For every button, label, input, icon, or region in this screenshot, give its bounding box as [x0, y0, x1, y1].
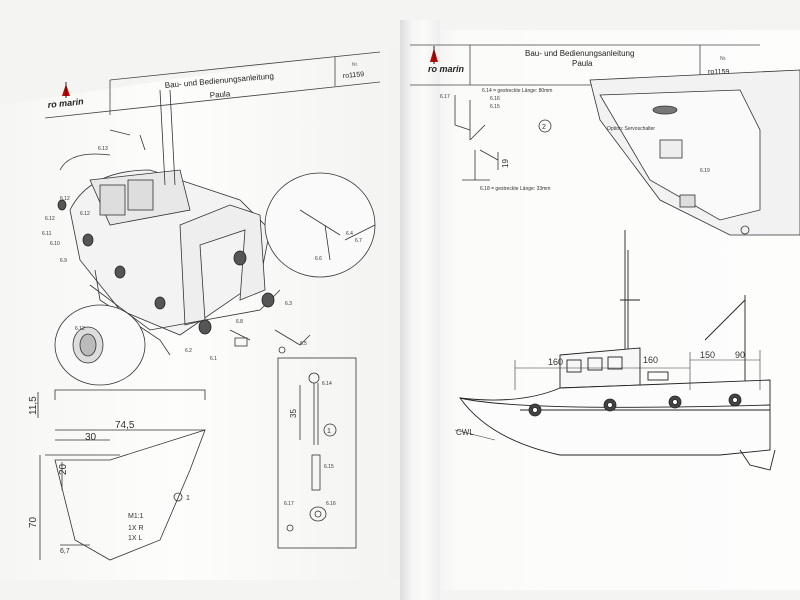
- detail-circle-wheel: [54, 304, 146, 386]
- portholes: [528, 393, 742, 417]
- left-logo-icon: [62, 82, 70, 98]
- dim-150: 150: [700, 350, 715, 360]
- note-6-14: 6.14 = gestreckte Länge: 80mm: [482, 88, 552, 94]
- mast-fitting-drawing: [454, 95, 552, 181]
- part-6-14: 6.14: [322, 381, 332, 387]
- dim-74-5: 74,5: [115, 420, 135, 431]
- part-label: 6.13: [98, 146, 108, 152]
- left-subtitle: Paula: [209, 89, 231, 100]
- boat-dimension-labels: 160 160 150 90 CWL: [456, 350, 745, 437]
- hull-interior-drawing: [589, 69, 800, 236]
- dim-19: 19: [501, 159, 510, 168]
- detail-circle-axle: [264, 172, 376, 278]
- part-label: 6.1: [210, 356, 217, 362]
- right-logo-icon: [430, 46, 438, 64]
- left-page: [0, 40, 440, 580]
- part-label: 6.12: [45, 216, 55, 222]
- part-label: 6.10: [50, 241, 60, 247]
- dim-1: 1: [186, 495, 190, 502]
- dimension-drawing: [37, 389, 206, 561]
- dim-160-b: 160: [643, 355, 658, 365]
- part-6-15: 6.15: [490, 104, 500, 110]
- left-part-labels: 6.13 6.12 6.12 6.12 6.11 6.10 6.9 6.4 6.…: [42, 146, 362, 362]
- part-6-17: 6.17: [440, 94, 450, 100]
- cwl-label: CWL: [456, 428, 474, 437]
- dim-160-a: 160: [548, 357, 563, 367]
- dimension-labels: 74,5 30 20 70 11,5 6,7 1 M1:1 1X R 1X L: [28, 396, 190, 555]
- dim-11-5: 11,5: [28, 396, 39, 415]
- part-6-16: 6.16: [490, 96, 500, 102]
- detail-small-parts: [229, 329, 311, 354]
- dim-6-7: 6,7: [60, 548, 70, 555]
- boat-side-view: [459, 230, 776, 471]
- dim-90: 90: [735, 350, 745, 360]
- mast-parts-box: [277, 357, 357, 549]
- part-6-16: 6.16: [326, 501, 336, 507]
- part-6-19: 6.19: [700, 168, 710, 174]
- right-logo: ro marin: [428, 64, 465, 74]
- hull-interior-labels: Option: Servoschalter 6.19: [607, 126, 710, 174]
- qty-r: 1X R: [128, 525, 144, 532]
- qty-l: 1X L: [128, 535, 143, 542]
- part-label: 6.6: [315, 256, 322, 262]
- part-label: 6.7: [355, 238, 362, 244]
- mast-parts-labels: 6.14 35 6.15 6.16 6.17 1: [284, 381, 336, 507]
- part-label: 6.2: [185, 348, 192, 354]
- left-header-box: [44, 51, 381, 119]
- part-label: 6.9: [60, 258, 67, 264]
- part-label: 6.12: [75, 326, 85, 332]
- part-35: 35: [289, 409, 298, 418]
- part-label: 6.5: [300, 341, 307, 347]
- note-6-18: 6.18 = gestreckte Länge: 33mm: [480, 186, 550, 192]
- part-label: 6.11: [42, 231, 52, 237]
- boat-dimension-lines: [454, 350, 761, 441]
- part-label: 6.12: [80, 211, 90, 217]
- dim-20: 20: [58, 463, 69, 475]
- scale-note: M1:1: [128, 513, 144, 520]
- part-6-15: 6.15: [324, 464, 334, 470]
- detail-circle-2: 2: [542, 124, 546, 131]
- right-nr-label: Nr.: [720, 56, 726, 62]
- mast-fitting-labels: 6.14 = gestreckte Länge: 80mm 6.16 6.15 …: [440, 88, 552, 192]
- part-label: 6.12: [60, 196, 70, 202]
- left-nr-value: ro1159: [343, 71, 365, 80]
- detail-circle-1: 1: [327, 428, 331, 435]
- part-label: 6.8: [236, 319, 243, 325]
- part-label: 6.3: [285, 301, 292, 307]
- right-subtitle: Paula: [572, 59, 593, 68]
- dim-70: 70: [28, 516, 39, 528]
- left-nr-label: Nr.: [352, 61, 359, 68]
- part-label: 6.4: [346, 231, 353, 237]
- right-title: Bau- und Bedienungsanleitung: [525, 49, 634, 58]
- part-6-17: 6.17: [284, 501, 294, 507]
- book-gutter: [400, 20, 440, 600]
- option-servo-label: Option: Servoschalter: [607, 126, 655, 132]
- left-logo: ro marin: [47, 96, 84, 110]
- right-nr-value: ro1159: [708, 69, 729, 76]
- dim-30: 30: [85, 432, 97, 443]
